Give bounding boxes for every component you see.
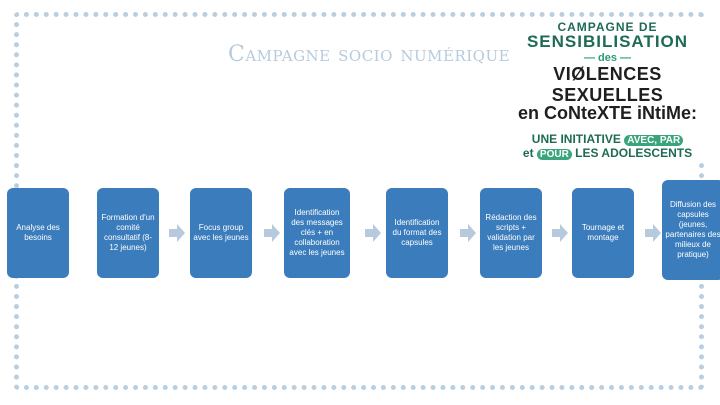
logo-tag: POUR [536, 149, 572, 160]
campaign-logo: CAMPAGNE DE SENSIBILISATION — des — VIØL… [510, 20, 705, 160]
arrow-right-icon [365, 224, 381, 242]
logo-line: en CoNteXTE iNtiMe: [517, 103, 697, 123]
arrow-right-icon [460, 224, 476, 242]
logo-text: LES ADOLESCENTS [575, 146, 693, 160]
logo-line: VIØLENCES SEXUELLES [551, 64, 664, 105]
process-step: Identification du format des capsules [386, 188, 448, 278]
process-step: Rédaction des scripts + validation par l… [480, 188, 542, 278]
process-step: Diffusion des capsules (jeunes, partenai… [662, 180, 720, 280]
logo-line: SENSIBILISATION [526, 32, 689, 51]
arrow-right-icon [552, 224, 568, 242]
logo-line: — des — [583, 52, 632, 64]
logo-tag: AVEC, PAR [624, 135, 684, 146]
process-step: Analyse des besoins [7, 188, 69, 278]
logo-text: UNE INITIATIVE [531, 132, 621, 146]
logo-text: et [522, 146, 534, 160]
arrow-right-icon [645, 224, 661, 242]
logo-line: CAMPAGNE DE [557, 20, 658, 34]
process-step: Identification des messages clés + en co… [284, 188, 350, 278]
logo-line: UNE INITIATIVE AVEC, PAR [510, 132, 705, 146]
process-step: Focus group avec les jeunes [190, 188, 252, 278]
arrow-right-icon [169, 224, 185, 242]
logo-line: et POUR LES ADOLESCENTS [510, 146, 705, 160]
page-title: Campagne socio numérique [228, 42, 511, 67]
arrow-right-icon [264, 224, 280, 242]
process-step: Formation d'un comité consultatif (8-12 … [97, 188, 159, 278]
process-step: Tournage et montage [572, 188, 634, 278]
